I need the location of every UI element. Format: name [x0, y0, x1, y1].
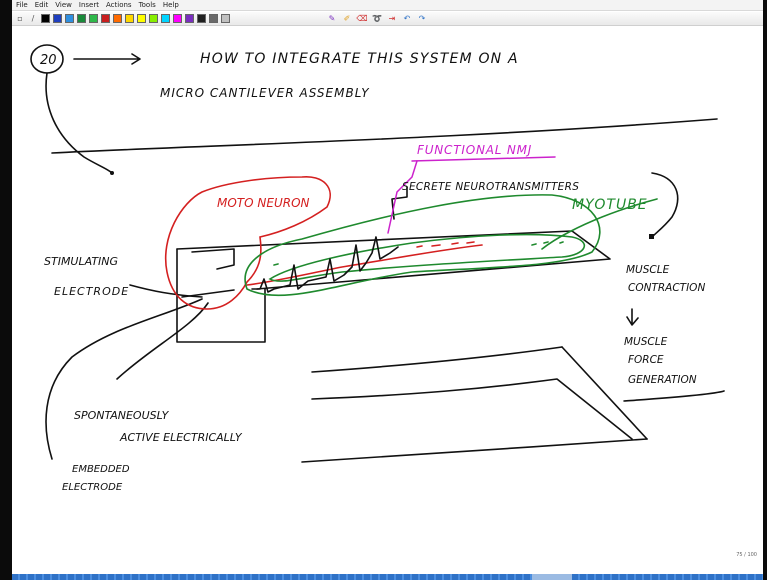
contraction-arrow	[627, 309, 638, 325]
color-swatch-black[interactable]	[41, 14, 50, 23]
color-swatch-chartreuse[interactable]	[149, 14, 158, 23]
color-swatch-yellow[interactable]	[137, 14, 146, 23]
muscle-force-3: GENERATION	[628, 374, 697, 386]
insert-space-icon[interactable]: ⇥	[386, 14, 398, 24]
redo-icon[interactable]: ↷	[416, 14, 428, 24]
menu-bar: File Edit View Insert Actions Tools Help	[12, 0, 763, 11]
circled-number: 20	[40, 53, 57, 68]
embedded-label: EMBEDDED	[72, 464, 130, 475]
color-swatch-red[interactable]	[101, 14, 110, 23]
spontaneously-label: SPONTANEOUSLY	[74, 409, 170, 422]
electrode-label: ELECTRODE	[54, 285, 129, 298]
menu-file[interactable]: File	[16, 1, 28, 9]
electrode-wire	[182, 290, 234, 297]
color-swatch-gold[interactable]	[125, 14, 134, 23]
page-number: 75 / 100	[736, 552, 757, 558]
muscle-contraction-2: CONTRACTION	[628, 282, 705, 294]
pen-tool-icon[interactable]: ✎	[326, 14, 338, 24]
lower-cantilever-top	[312, 347, 562, 372]
divider-line	[52, 119, 717, 153]
highlighter-tool-icon[interactable]: ✐	[341, 14, 353, 24]
color-swatch-orange[interactable]	[113, 14, 122, 23]
color-swatch-gray[interactable]	[209, 14, 218, 23]
axon-dots	[417, 242, 474, 247]
journal-window: File Edit View Insert Actions Tools Help…	[12, 0, 763, 580]
color-swatch-lime[interactable]	[89, 14, 98, 23]
menu-edit[interactable]: Edit	[35, 1, 49, 9]
functional-nmj-label: FUNCTIONAL NMJ	[417, 143, 532, 157]
color-swatch-dark[interactable]	[197, 14, 206, 23]
color-swatch-magenta[interactable]	[173, 14, 182, 23]
toolbar: ▫ / ✎ ✐ ⌫ ➰ ⇥ ↶ ↷	[12, 12, 763, 26]
lasso-tool-icon[interactable]: ➰	[371, 14, 383, 24]
menu-tools[interactable]: Tools	[139, 1, 156, 9]
menu-help[interactable]: Help	[163, 1, 179, 9]
neurotransmitter-arrow	[652, 173, 678, 237]
color-swatch-purple[interactable]	[185, 14, 194, 23]
scroll-thumb[interactable]	[532, 574, 572, 580]
menu-view[interactable]: View	[55, 1, 72, 9]
muscle-force-2: FORCE	[628, 354, 664, 366]
title-arrow	[74, 54, 140, 64]
lower-cantilever-bottom	[302, 439, 647, 462]
secrete-label: SECRETE NEUROTRANSMITTERS	[402, 181, 579, 193]
embedded-electrode-label: ELECTRODE	[62, 482, 123, 493]
active-label: ACTIVE ELECTRICALLY	[119, 431, 243, 444]
color-swatch-blue[interactable]	[65, 14, 74, 23]
cantilever-top	[177, 231, 610, 289]
chip-inner	[192, 249, 234, 269]
lower-cantilever-mid	[312, 379, 632, 439]
menu-insert[interactable]: Insert	[79, 1, 99, 9]
horizontal-scrollbar[interactable]	[12, 574, 763, 580]
color-swatch-silver[interactable]	[221, 14, 230, 23]
color-swatch-green[interactable]	[77, 14, 86, 23]
eraser-tool-icon[interactable]: ⌫	[356, 14, 368, 24]
nmj-underline	[412, 157, 555, 161]
color-swatch-navy[interactable]	[53, 14, 62, 23]
print-icon[interactable]: /	[28, 14, 38, 24]
pointer-dot	[110, 171, 114, 175]
muscle-contraction-1: MUSCLE	[626, 264, 670, 276]
motor-neuron-label: MOTO NEURON	[217, 196, 310, 210]
muscle-force-1: MUSCLE	[624, 336, 668, 348]
save-icon[interactable]: ▫	[15, 14, 25, 24]
arrow-head-square	[649, 234, 654, 239]
title-line-1: HOW TO INTEGRATE THIS SYSTEM ON A	[200, 51, 519, 67]
undo-icon[interactable]: ↶	[401, 14, 413, 24]
stimulating-label: STIMULATING	[44, 255, 118, 268]
ink-drawing: 20 HOW TO INTEGRATE THIS SYSTEM ON A MIC…	[12, 27, 763, 572]
color-swatch-cyan[interactable]	[161, 14, 170, 23]
note-canvas[interactable]: 20 HOW TO INTEGRATE THIS SYSTEM ON A MIC…	[12, 27, 763, 572]
generation-underline	[624, 391, 724, 401]
title-line-2: MICRO CANTILEVER ASSEMBLY	[160, 86, 370, 100]
myotube-label: MYOTUBE	[572, 197, 648, 213]
pointer-curve	[46, 73, 112, 173]
menu-actions[interactable]: Actions	[106, 1, 132, 9]
